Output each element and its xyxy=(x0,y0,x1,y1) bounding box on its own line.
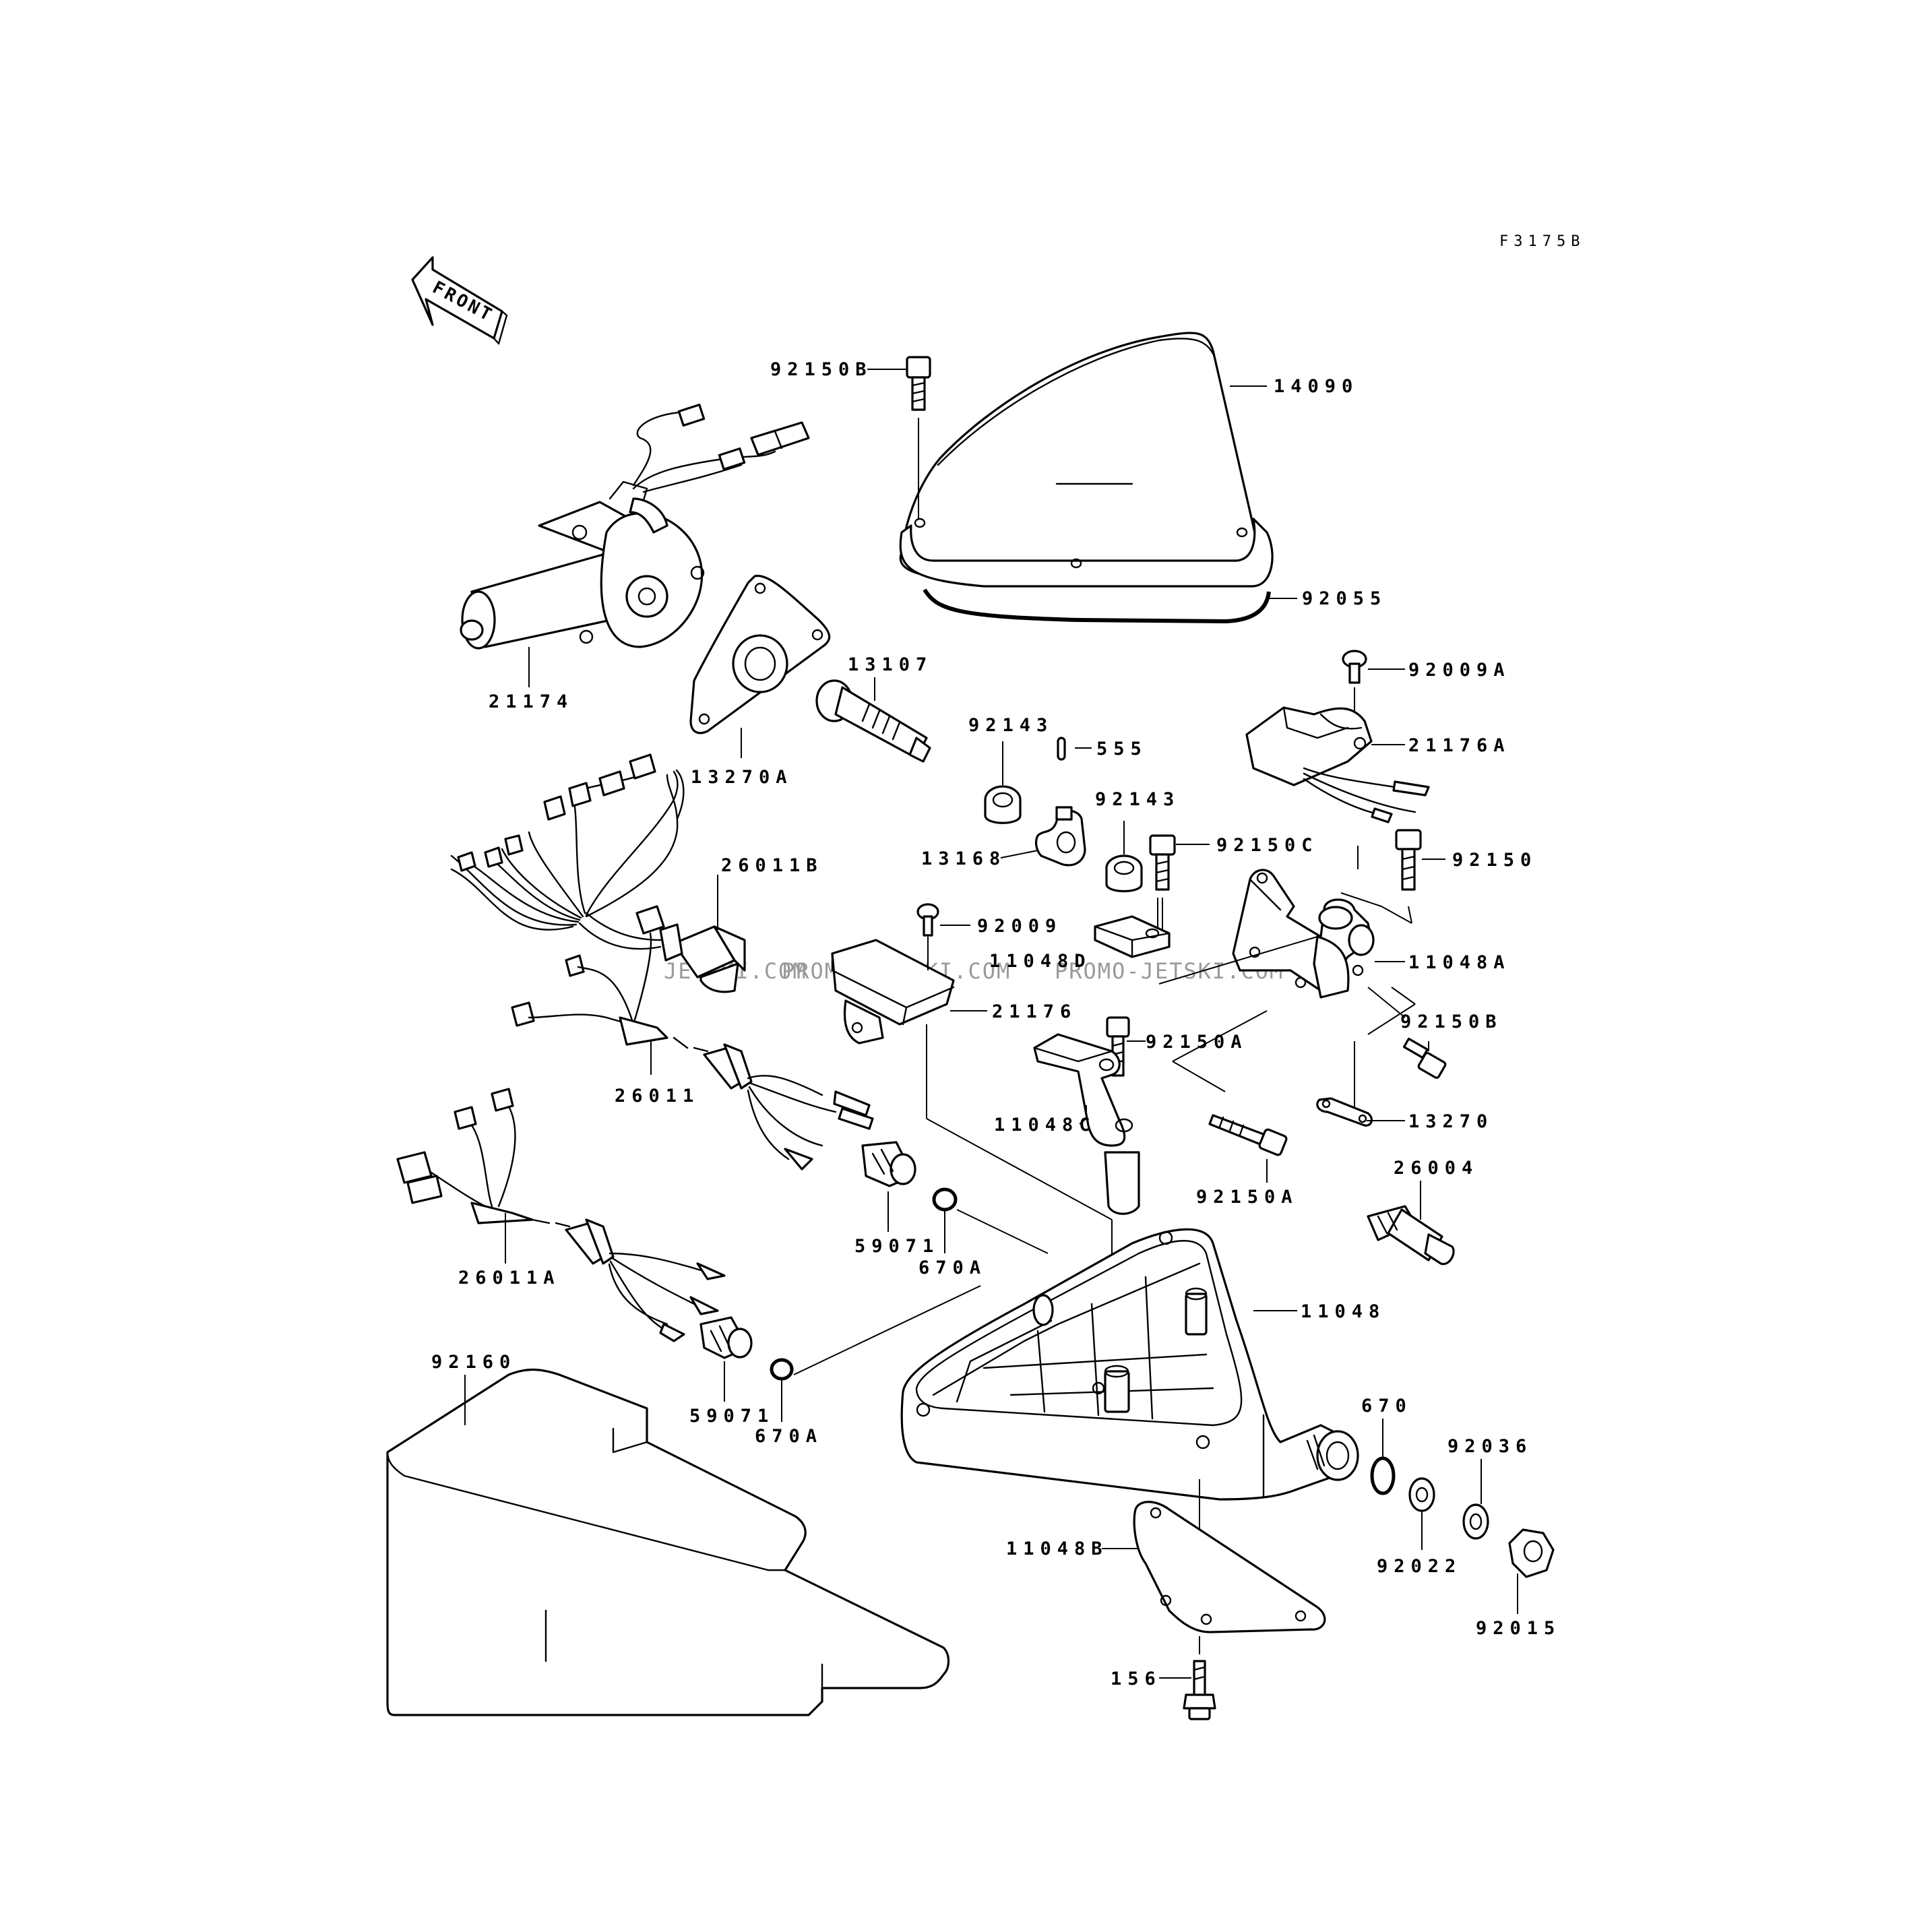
base-11048 xyxy=(900,1228,1359,1573)
bolt-92150a-diagonal xyxy=(1208,1114,1288,1183)
label-11048d: 11048D xyxy=(989,951,1092,972)
bracket-11048d xyxy=(1094,898,1171,958)
plate-13270a xyxy=(689,574,831,758)
label-92036: 92036 xyxy=(1447,1436,1532,1457)
label-13168: 13168 xyxy=(921,848,1006,869)
label-11048b: 11048B xyxy=(1006,1538,1109,1559)
o-ring-670a-b xyxy=(770,1285,981,1422)
label-92150a-a: 92150A xyxy=(1146,1032,1248,1053)
label-92009a: 92009A xyxy=(1408,660,1511,681)
label-21176a: 21176A xyxy=(1408,735,1511,756)
label-13107: 13107 xyxy=(848,654,933,675)
label-555: 555 xyxy=(1096,739,1148,759)
bolt-92150c xyxy=(1149,834,1210,933)
label-26011b: 26011B xyxy=(721,855,823,876)
bolt-92150b-top xyxy=(906,356,931,519)
harness-26011b xyxy=(450,753,746,993)
label-59071-b: 59071 xyxy=(689,1406,774,1427)
label-92015: 92015 xyxy=(1476,1618,1561,1639)
bolt-92150b-right xyxy=(1402,1037,1447,1079)
label-92143-a: 92143 xyxy=(968,715,1053,736)
bracket-11048a xyxy=(1232,869,1405,999)
bolt-92150 xyxy=(1395,829,1445,891)
front-direction-arrow-icon: FRONT xyxy=(411,256,508,345)
watermark: JETSKI.COM PROMO-JETSKI.COM PROMO-JETSKI… xyxy=(664,958,1282,984)
connector-59071-a xyxy=(861,1141,916,1232)
arm-11048c xyxy=(1033,1033,1140,1215)
nut-92015 xyxy=(1508,1528,1555,1614)
label-59071-a: 59071 xyxy=(854,1236,939,1257)
label-26011a: 26011A xyxy=(458,1268,561,1288)
bolt-156 xyxy=(1159,1660,1216,1720)
label-26004: 26004 xyxy=(1394,1158,1478,1179)
fitting-26004 xyxy=(1367,1181,1455,1266)
label-92143-b: 92143 xyxy=(1095,789,1180,810)
label-13270: 13270 xyxy=(1408,1111,1493,1132)
washer-92022 xyxy=(1408,1477,1435,1550)
label-92160: 92160 xyxy=(431,1352,516,1373)
label-21174: 21174 xyxy=(489,691,573,712)
harness-26011a xyxy=(396,1088,726,1342)
harness-26011 xyxy=(511,905,874,1171)
label-670a-b: 670A xyxy=(755,1426,823,1447)
shaft-13107 xyxy=(815,677,931,763)
label-26011: 26011 xyxy=(615,1086,699,1107)
link-13270 xyxy=(1316,1097,1405,1127)
pin-555 xyxy=(1057,737,1092,761)
label-670: 670 xyxy=(1361,1396,1412,1416)
label-92055: 92055 xyxy=(1302,588,1387,609)
collar-92143-b xyxy=(1105,821,1143,892)
screw-92009a xyxy=(1342,650,1405,728)
module-21176 xyxy=(831,939,1113,1267)
foam-block-92160 xyxy=(386,1368,950,1716)
motor-21174 xyxy=(460,403,810,687)
lever-13168 xyxy=(1000,806,1086,867)
label-11048a: 11048A xyxy=(1408,952,1511,973)
cover-14090 xyxy=(899,332,1274,588)
lock-washer-92036 xyxy=(1462,1459,1489,1540)
label-14090: 14090 xyxy=(1274,376,1359,397)
diagram-code: F3175B xyxy=(1499,233,1585,250)
label-92150: 92150 xyxy=(1452,850,1537,871)
label-11048: 11048 xyxy=(1301,1301,1385,1322)
label-92009: 92009 xyxy=(977,916,1062,937)
label-670a-a: 670A xyxy=(918,1257,987,1278)
guide-lines-bracket xyxy=(1158,846,1416,1119)
label-92022: 92022 xyxy=(1377,1556,1462,1577)
label-92150b-right: 92150B xyxy=(1400,1011,1503,1032)
o-ring-670a-a xyxy=(932,1187,1049,1254)
part-labels: 14090 92150B 92055 21174 13107 13270A 92… xyxy=(431,359,1561,1689)
label-92150c: 92150C xyxy=(1216,835,1319,856)
bracket-11048b xyxy=(1102,1501,1326,1654)
label-156: 156 xyxy=(1111,1669,1162,1689)
connector-59071-b xyxy=(699,1316,753,1402)
label-92150a-b: 92150A xyxy=(1196,1187,1299,1208)
label-21176: 21176 xyxy=(992,1001,1077,1022)
label-92150b-top: 92150B xyxy=(770,359,873,380)
sensor-21176a xyxy=(1245,706,1430,823)
label-13270a: 13270A xyxy=(691,767,793,788)
gasket-92055 xyxy=(923,588,1271,624)
label-11048c: 11048C xyxy=(994,1115,1096,1135)
screw-92009 xyxy=(916,903,970,970)
o-ring-670 xyxy=(1370,1419,1396,1495)
collar-92143-a xyxy=(984,741,1022,824)
